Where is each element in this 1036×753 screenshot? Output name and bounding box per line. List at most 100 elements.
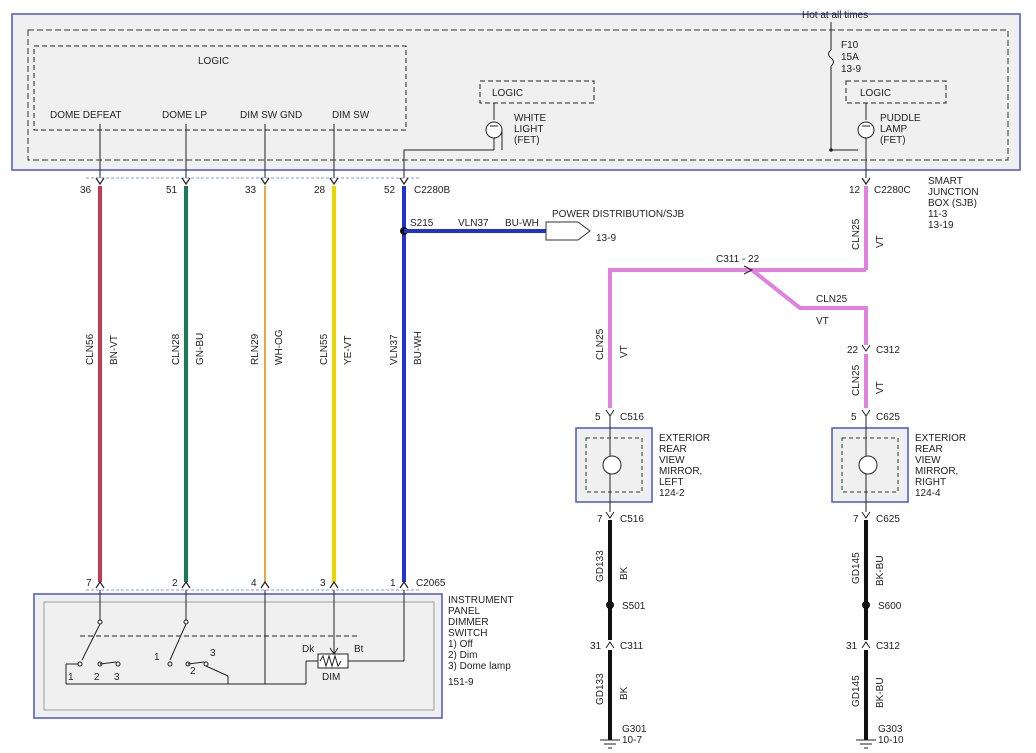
wire-cln56-color: BN-VT: [109, 335, 120, 365]
splice-s501: [606, 601, 614, 609]
cln25-wiring: [608, 186, 868, 408]
cln25-circuit-c: CLN25: [595, 328, 606, 360]
right-mirror-l4: MIRROR,: [915, 466, 958, 477]
switch-l7: 3) Dome lamp: [448, 661, 511, 672]
right-mirror-lamp-icon: [858, 455, 878, 475]
right-mirror-l2: REAR: [915, 444, 943, 455]
wire-vln37-circuit: VLN37: [389, 334, 400, 365]
sw-pin-4: 4: [251, 578, 257, 589]
connector-c312-top: C312: [876, 345, 900, 356]
gd145-color-a: BK-BU: [875, 555, 886, 586]
output-dim-sw: DIM SW: [332, 110, 370, 121]
left-mirror-lamp-icon: [602, 455, 622, 475]
pin-31-right: 31: [846, 641, 858, 652]
wire-cln55-circuit: CLN55: [319, 333, 330, 365]
connector-c2280b: C2280B: [414, 185, 450, 196]
switch-l8: 151-9: [448, 677, 474, 688]
right-mirror-l3: VIEW: [915, 455, 941, 466]
pin-31-left: 31: [590, 641, 602, 652]
sw-b-pos-2: 2: [190, 666, 196, 677]
c311-connector-arrow: [743, 265, 754, 275]
dimmer-switch-inner: [43, 601, 435, 711]
sjb-inner-dashed: [27, 29, 1009, 161]
sw-pin-2: 2: [172, 578, 178, 589]
hot-at-all-times-label: Hot at all times: [802, 10, 868, 21]
puddle-lamp-l2: LAMP: [880, 124, 908, 135]
pin-52: 52: [384, 185, 396, 196]
wire-cln55-color: YE-VT: [343, 336, 354, 365]
right-mirror-l1: EXTERIOR: [915, 433, 966, 444]
c312-bottom-arrow: [861, 641, 871, 649]
puddle-lamp-l3: (FET): [880, 135, 906, 146]
output-dim-sw-gnd: DIM SW GND: [240, 110, 302, 121]
splice-s600: [862, 601, 870, 609]
cln25-color-c: VT: [619, 345, 630, 358]
left-mirror-l4: MIRROR,: [659, 466, 702, 477]
wire-vln37-color: BU-WH: [413, 331, 424, 365]
c311-bottom-arrow: [605, 641, 615, 649]
puddle-fet-icon: [857, 121, 875, 139]
logic-main-box: [33, 45, 407, 131]
fuse-symbol: [828, 49, 834, 67]
fuse-name: F10: [841, 40, 859, 51]
gd145-circuit-a: GD145: [851, 552, 862, 584]
pin-22: 22: [847, 345, 859, 356]
connector-c516-bottom: C516: [620, 514, 644, 525]
dim-wiper-arrow: [329, 647, 339, 655]
gd133-circuit-a: GD133: [595, 550, 606, 582]
left-mirror-inner: [585, 437, 643, 493]
logic-white-label: LOGIC: [492, 88, 523, 99]
pin-36: 36: [80, 185, 92, 196]
cln25-circuit-b: CLN25: [816, 294, 848, 305]
gd133-color-a: BK: [619, 566, 630, 580]
switch-l5: 1) Off: [448, 639, 473, 650]
sjb-module: [11, 13, 1021, 171]
switch-connector-arrows: [95, 580, 409, 589]
left-mirror-l6: 124-2: [659, 488, 685, 499]
splice-s600-label: S600: [878, 601, 902, 612]
left-mirror-l5: LEFT: [659, 477, 683, 488]
right-mirror-l5: RIGHT: [915, 477, 946, 488]
splice-s501-label: S501: [622, 601, 646, 612]
sjb-l2: JUNCTION: [928, 187, 979, 198]
c625-bottom-arrow: [861, 511, 871, 519]
cln25-color-b: VT: [816, 316, 829, 327]
power-dist-ref: 13-9: [596, 233, 616, 244]
ground-g303-ref: 10-10: [878, 735, 904, 746]
connector-c312-bottom: C312: [876, 641, 900, 652]
pin-5-right: 5: [851, 412, 857, 423]
logic-puddle-box: [845, 80, 947, 104]
dimmer-dim-label: DIM: [322, 672, 340, 683]
fuse-ref: 13-9: [841, 64, 861, 75]
ground-g301-icon: [600, 739, 620, 749]
gd133-color-b: BK: [619, 686, 630, 700]
branch-color: BU-WH: [505, 218, 539, 229]
connector-c311-bottom: C311: [620, 641, 644, 652]
sw-pin-3: 3: [320, 578, 326, 589]
switch-l2: PANEL: [448, 606, 480, 617]
logic-main-label: LOGIC: [198, 56, 229, 67]
left-mirror-l1: EXTERIOR: [659, 433, 710, 444]
cln25-circuit-d: CLN25: [851, 364, 862, 396]
pin-33: 33: [245, 185, 257, 196]
c516-top-arrow: [605, 409, 615, 417]
sw-pin-7: 7: [86, 578, 92, 589]
ground-g303-name: G303: [878, 724, 903, 735]
dimmer-bt-label: Bt: [354, 644, 364, 655]
wire-cln28-circuit: CLN28: [171, 333, 182, 365]
white-fet-icon: [485, 121, 503, 139]
cln25-color-d: VT: [875, 381, 886, 394]
left-mirror-l3: VIEW: [659, 455, 685, 466]
power-dist-label: POWER DISTRIBUTION/SJB: [552, 209, 685, 220]
white-light-l2: LIGHT: [514, 124, 543, 135]
fuse-node: [829, 148, 833, 152]
switch-l4: SWITCH: [448, 628, 487, 639]
sjb-l3: BOX (SJB): [928, 198, 977, 209]
sw-b-pos-3: 3: [210, 648, 216, 659]
gd133-circuit-b: GD133: [595, 673, 606, 705]
dimmer-dk-label: Dk: [302, 644, 315, 655]
wire-rln29-circuit: RLN29: [250, 333, 261, 365]
right-mirror-inner: [841, 437, 899, 493]
gd145-color-b: BK-BU: [875, 677, 886, 708]
